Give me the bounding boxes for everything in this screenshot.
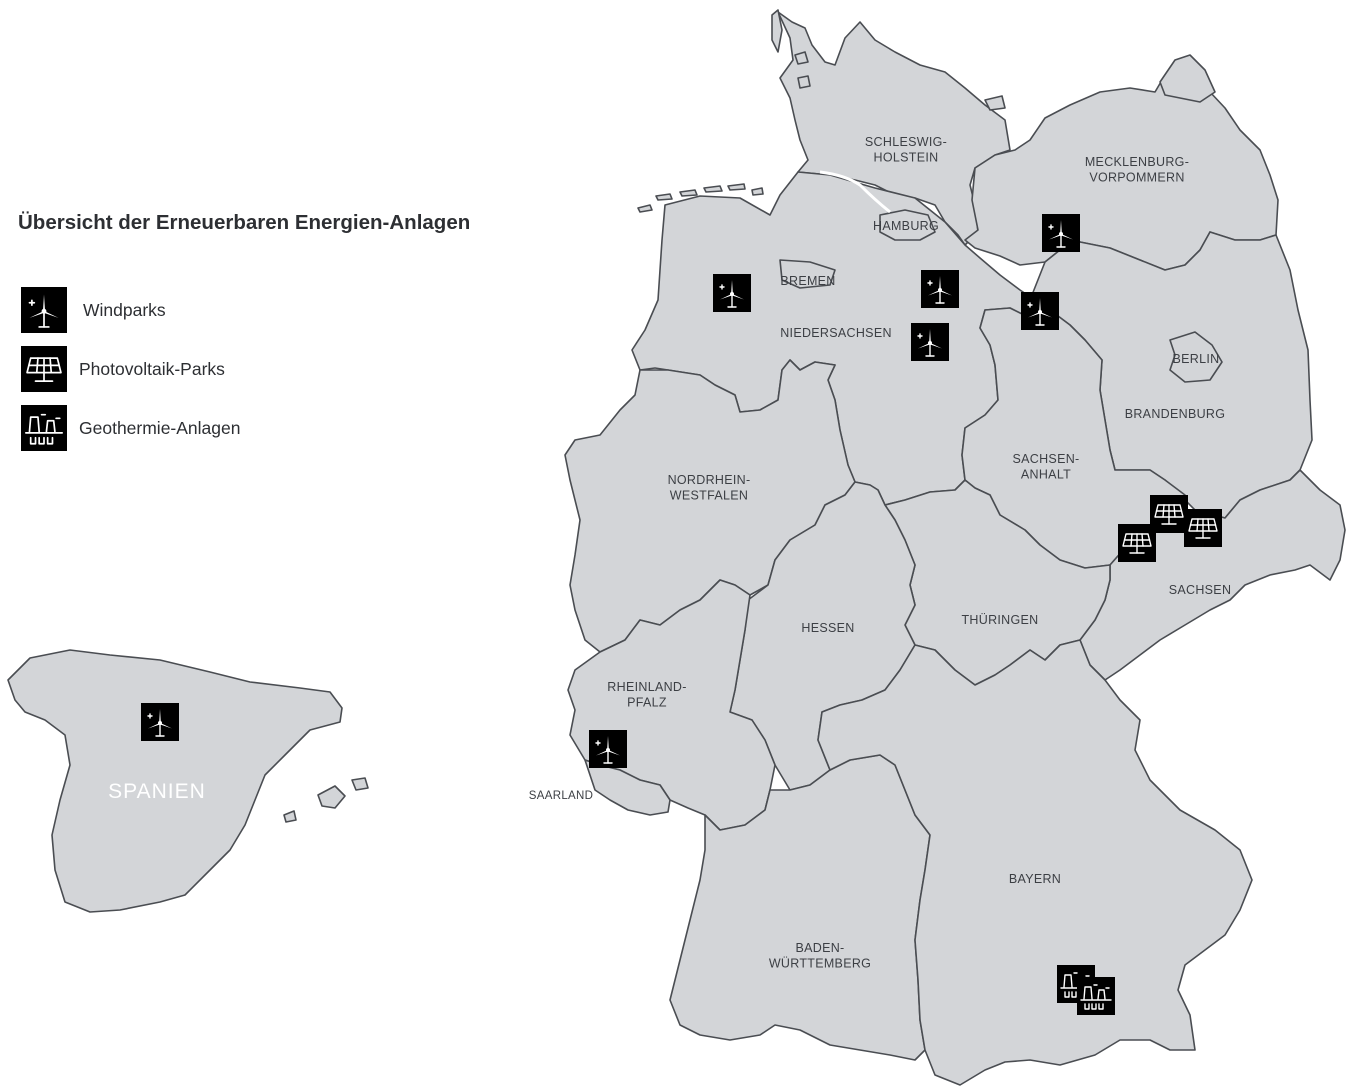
region-bremen	[779, 259, 836, 289]
island-ruegen	[1159, 54, 1216, 103]
island-east-frisian-4	[703, 185, 723, 193]
island-pellworm	[797, 75, 811, 89]
island-foehr	[794, 51, 809, 65]
region-spanien	[7, 649, 343, 913]
wind-marker-mecklenburg[interactable]	[1041, 213, 1081, 253]
label-rheinland-pfalz: RHEINLAND-PFALZ	[607, 680, 686, 710]
solar-marker-sachsen-3[interactable]	[1117, 523, 1157, 563]
legend-item-geothermie: Geothermie-Anlagen	[21, 405, 241, 451]
island-east-frisian-6	[751, 187, 764, 196]
wind-marker-sachsen-anhalt[interactable]	[1020, 291, 1060, 331]
label-saarland: SAARLAND	[529, 790, 593, 802]
geothermal-plant-icon	[21, 405, 67, 451]
label-baden-wuerttemberg: BADEN-WÜRTTEMBERG	[769, 941, 871, 971]
label-hamburg: HAMBURG	[873, 219, 939, 233]
solar-panel-icon	[21, 346, 67, 392]
elbe-river	[819, 170, 891, 214]
island-menorca	[351, 777, 369, 791]
region-bayern	[817, 639, 1253, 1086]
label-bremen: BREMEN	[780, 274, 835, 288]
island-east-frisian-1	[637, 204, 653, 213]
wind-marker-niedersachsen-west[interactable]	[712, 273, 752, 313]
label-nordrhein-westfalen: NORDRHEIN-WESTFALEN	[668, 473, 751, 503]
island-east-frisian-3	[679, 189, 698, 197]
wind-marker-spanien[interactable]	[140, 702, 180, 742]
island-mallorca	[317, 785, 346, 809]
label-hessen: HESSEN	[801, 621, 854, 635]
region-berlin	[1169, 331, 1223, 383]
labels: SCHLESWIG-HOLSTEIN MECKLENBURG-VORPOMMER…	[108, 135, 1231, 971]
wind-turbine-icon	[21, 287, 67, 333]
region-saarland	[584, 759, 671, 816]
wind-marker-niedersachsen-1[interactable]	[920, 269, 960, 309]
legend-label-geothermie: Geothermie-Anlagen	[79, 417, 241, 438]
label-spanien: SPANIEN	[108, 780, 206, 803]
island-ibiza	[283, 810, 297, 823]
island-fehmarn	[984, 95, 1006, 111]
region-hamburg	[879, 209, 936, 241]
legend-label-photovoltaik: Photovoltaik-Parks	[79, 358, 225, 379]
label-brandenburg: BRANDENBURG	[1125, 407, 1226, 421]
label-sachsen: SACHSEN	[1169, 583, 1232, 597]
legend-item-windparks: Windparks	[21, 287, 166, 333]
legend-item-photovoltaik: Photovoltaik-Parks	[21, 346, 225, 392]
legend-label-windparks: Windparks	[83, 299, 166, 320]
island-east-frisian-5	[727, 183, 746, 191]
solar-marker-sachsen-2[interactable]	[1183, 508, 1223, 548]
label-sachsen-anhalt: SACHSEN-ANHALT	[1013, 452, 1080, 482]
legend-title: Übersicht der Erneuerbaren Energien-Anla…	[18, 211, 471, 234]
wind-marker-niedersachsen-2[interactable]	[910, 322, 950, 362]
geothermal-marker-bayern-2[interactable]	[1076, 976, 1116, 1016]
label-schleswig-holstein: SCHLESWIG-HOLSTEIN	[865, 135, 947, 165]
island-sylt	[771, 9, 783, 53]
label-mecklenburg-vorpommern: MECKLENBURG-VORPOMMERN	[1085, 155, 1189, 185]
label-niedersachsen: NIEDERSACHSEN	[780, 326, 892, 340]
wind-marker-rheinland-pfalz[interactable]	[588, 729, 628, 769]
label-bayern: BAYERN	[1009, 872, 1061, 886]
island-east-frisian-2	[655, 193, 673, 201]
label-thueringen: THÜRINGEN	[961, 613, 1038, 627]
label-berlin: BERLIN	[1173, 352, 1220, 366]
